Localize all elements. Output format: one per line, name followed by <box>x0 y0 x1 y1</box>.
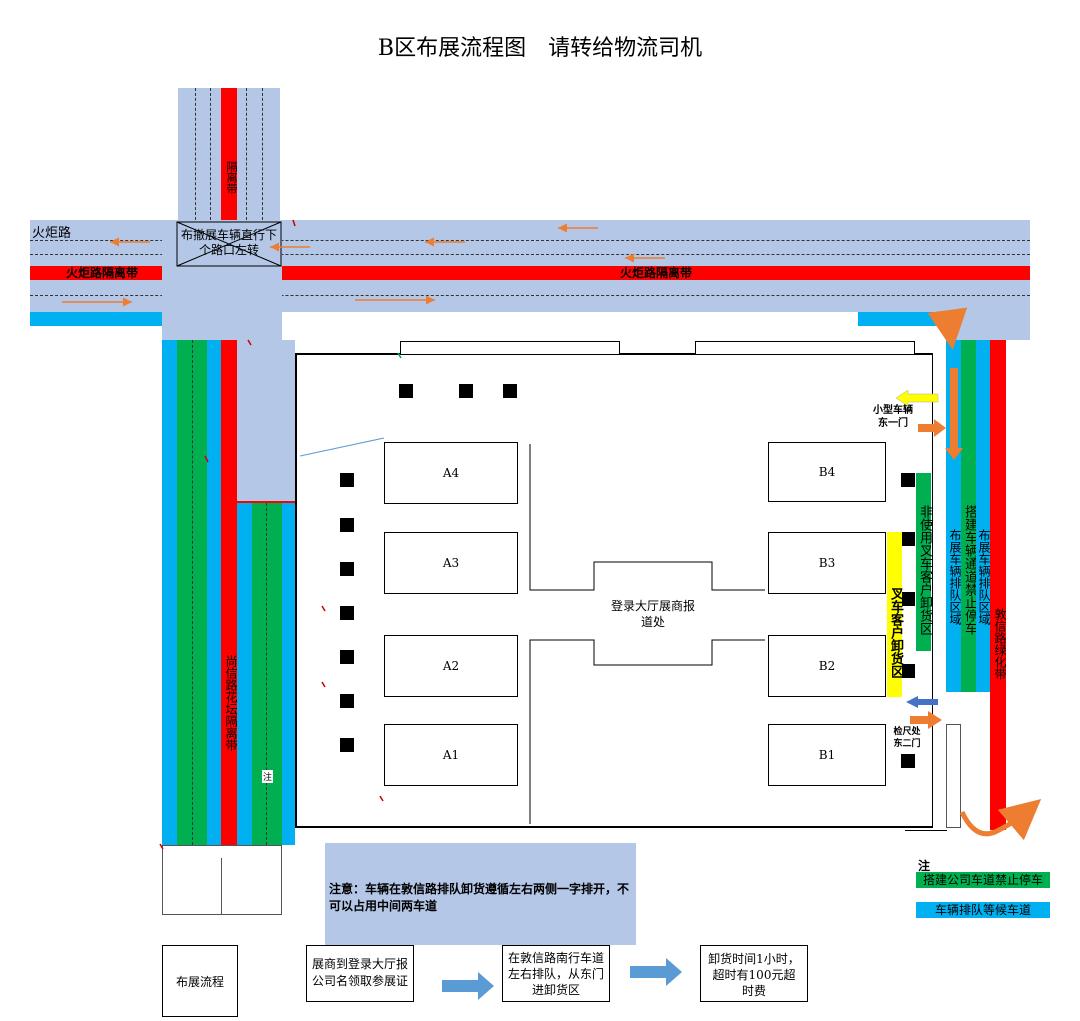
legend-blue-item: 车辆排队等候车道 <box>916 902 1050 918</box>
pillar <box>340 562 354 576</box>
forklift-unloading-zone: 叉车客户卸货区 <box>887 532 903 697</box>
north-road-lane-line <box>195 88 196 220</box>
huoju-queue-lane-right <box>858 312 946 326</box>
traffic-arrows <box>62 223 665 307</box>
booth-a2: A2 <box>384 635 518 697</box>
shangxin-lane-line <box>192 340 193 845</box>
booth-a1: A1 <box>384 724 518 786</box>
pillar <box>340 606 354 620</box>
booth-b2: B2 <box>768 635 886 697</box>
booth-a3: A3 <box>384 532 518 594</box>
flow-step-3: 卸货时间1小时，超时有100元超时费 <box>700 945 808 1002</box>
shangxin-south-end <box>162 845 282 915</box>
north-road-lane-line <box>262 88 263 220</box>
shangxin-edge-line <box>237 501 295 503</box>
shangxin-queue-lane-west <box>162 340 177 845</box>
shangxin-south-end-divider <box>221 858 222 915</box>
booth-b1: B1 <box>768 724 886 786</box>
notice-text: 注意：车辆在敦信路排队卸货遵循左右两侧一字排开，不可以占用中间两车道 <box>329 882 630 913</box>
shangxin-lane-line <box>266 503 267 845</box>
north-entrance-right <box>695 341 915 355</box>
legend-green-item: 搭建公司车道禁止停车 <box>916 872 1050 888</box>
huoju-queue-lane-left <box>30 312 162 326</box>
dunxin-south-lane <box>946 724 961 828</box>
shangxin-queue-lane-mid <box>207 340 221 845</box>
legend-title: 注 <box>918 859 931 873</box>
intersection-cross <box>176 221 282 267</box>
shangxin-queue-lane-east-a <box>237 503 252 845</box>
shangxin-small-mark: 注 <box>262 770 274 783</box>
pillar <box>340 650 354 664</box>
pillar <box>340 518 354 532</box>
huoju-lane-line <box>30 295 1030 296</box>
huoju-divider-right: 火炬路隔离带 <box>282 266 1030 280</box>
small-vehicle-gate-label: 小型车辆东一门 <box>873 405 913 429</box>
setup-queue-outer: 布展车辆排队区域 <box>976 340 991 692</box>
huoju-lane-line <box>30 240 1030 241</box>
shangxin-queue-lane-east-b <box>282 503 295 845</box>
registration-hall: 登录大厅展商报道处 <box>610 599 695 629</box>
non-forklift-unloading-zone: 非使用叉车客户卸货区 <box>916 473 932 651</box>
flow-arrow-2 <box>630 958 682 986</box>
north-road-lane-line <box>210 88 211 220</box>
page-title: B区布展流程图 请转给物流司机 <box>377 36 703 61</box>
shangxin-divider: 尚信路花坛隔离带 <box>221 340 238 858</box>
hall-bottom-line <box>905 830 947 831</box>
pillar <box>901 473 915 487</box>
pillar <box>459 384 473 398</box>
shangxin-builder-lane-east <box>252 503 282 845</box>
flow-step-0: 布展流程 <box>162 945 238 1017</box>
pillar <box>340 738 354 752</box>
pillar <box>901 664 915 678</box>
north-isolation-belt: 隔离带 <box>221 88 238 220</box>
dunxin-green-belt: 敦信路绿化带 <box>990 340 1007 830</box>
pillar <box>399 384 413 398</box>
huoju-divider-left: 火炬路隔离带 <box>30 266 178 280</box>
shangxin-road-upper <box>237 340 295 503</box>
flow-arrow-1 <box>442 972 494 1000</box>
booth-a4: A4 <box>384 442 518 504</box>
pillar <box>503 384 517 398</box>
booth-b4: B4 <box>768 442 886 502</box>
huoju-lane-line <box>30 254 1030 255</box>
notice-box: 注意：车辆在敦信路排队卸货遵循左右两侧一字排开，不可以占用中间两车道 <box>325 843 636 945</box>
booth-b3: B3 <box>768 532 886 594</box>
builder-channel-no-parking: 搭建车辆通道禁止停车 <box>961 340 977 692</box>
pillar <box>901 592 915 606</box>
flow-step-1: 展商到登录大厅报公司名领取参展证 <box>306 945 414 1002</box>
inspection-gate-label: 检尺处东二门 <box>893 727 921 749</box>
intersection-note: 布撤展车辆直行下个路口左转 <box>180 228 277 257</box>
pillar <box>340 473 354 487</box>
flow-step-2: 在敦信路南行车道左右排队，从东门进卸货区 <box>502 945 610 1002</box>
north-road-lane-line <box>246 88 247 220</box>
huoju-road-label: 火炬路 <box>32 226 72 241</box>
pillar <box>901 532 915 546</box>
north-entrance-left <box>400 341 620 355</box>
pillar <box>340 694 354 708</box>
pillar <box>901 754 915 768</box>
